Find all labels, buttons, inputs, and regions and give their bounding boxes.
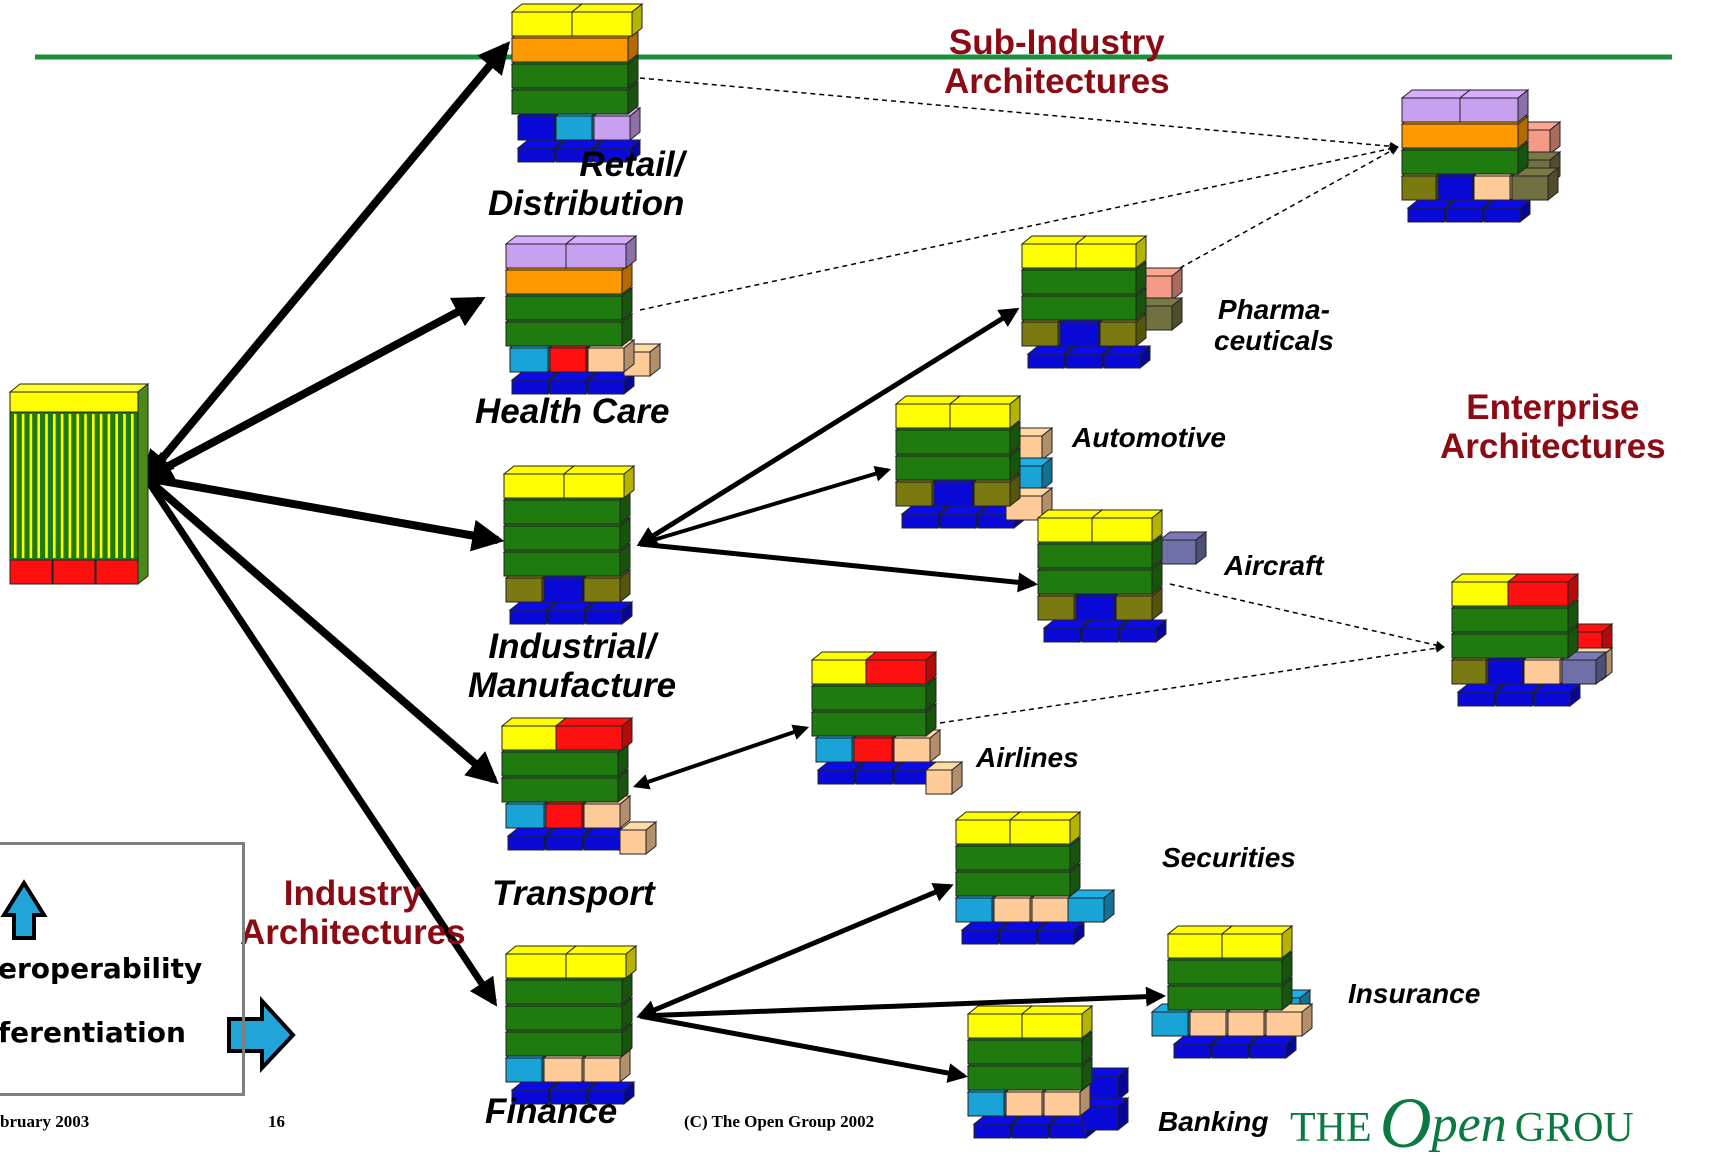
stack-finance: [504, 944, 638, 1106]
sub-industry-label-insurance: Insurance: [1348, 978, 1481, 1009]
stack-industrial: [502, 464, 636, 626]
industry-label-finance: Finance: [485, 1092, 618, 1131]
stack-aircraft: [1036, 508, 1208, 644]
arrow-6: [636, 307, 1020, 547]
arrow-10: [636, 882, 954, 1020]
stack-enterprise-2: [1450, 572, 1614, 708]
differentiation-arrow-icon: [227, 995, 296, 1074]
arrow-8: [639, 541, 1038, 593]
footer-page-number: 16: [268, 1112, 285, 1131]
logo-open-rest: pen: [1431, 1096, 1507, 1153]
sub-industry-label-aircraft: Aircraft: [1224, 550, 1324, 581]
footer-date: bruary 2003: [0, 1112, 90, 1131]
foundation-architecture-block: [8, 382, 150, 586]
legend-interoperability-label: eroperability: [0, 952, 203, 985]
dashed-pharma-to-enterprise1: [1179, 146, 1399, 269]
sub-industry-label-pharma: Pharma- ceuticals: [1214, 294, 1334, 357]
relationship-arrows: [140, 41, 1166, 1083]
stack-health: [504, 234, 662, 396]
architecture-stacks: [500, 2, 1614, 1140]
dashed-airlines-to-enterprise2: [939, 643, 1445, 724]
sub-industry-label-securities: Securities: [1162, 842, 1296, 873]
interoperability-arrow-icon: [0, 879, 48, 940]
logo-the: THE: [1290, 1105, 1372, 1151]
legend-differentiation-label: ferentiation: [0, 1016, 186, 1049]
industry-label-industrial: Industrial/ Manufacture: [468, 627, 677, 706]
arrow-12: [639, 1013, 968, 1083]
arrow-9: [632, 724, 810, 790]
logo-open-o: O: [1379, 1083, 1432, 1163]
stack-pharma: [1020, 234, 1184, 370]
the-open-group-logo: THE Open GROU: [1290, 1082, 1634, 1165]
dashed-retail-to-enterprise1: [639, 77, 1399, 151]
arrow-2: [140, 296, 486, 482]
logo-group: GROU: [1514, 1105, 1634, 1151]
arrow-11: [639, 986, 1166, 1019]
sub-industry-label-airlines: Airlines: [976, 742, 1079, 773]
stack-securities: [954, 810, 1116, 946]
footer-copyright: (C) The Open Group 2002: [684, 1112, 875, 1131]
dashed-connectors: [639, 77, 1445, 724]
industry-architectures-heading: Industry Architectures: [240, 874, 466, 953]
stack-transport: [500, 716, 658, 856]
sub-industry-label-automotive: Automotive: [1072, 422, 1226, 453]
arrow-4: [143, 474, 499, 785]
arrow-3: [145, 474, 505, 552]
enterprise-architectures-heading: Enterprise Architectures: [1440, 388, 1666, 467]
industry-label-transport: Transport: [492, 874, 655, 913]
arrow-1: [141, 41, 511, 483]
stack-retail: [510, 2, 644, 164]
dashed-aircraft-to-enterprise2: [1169, 583, 1445, 650]
industry-label-health: Health Care: [475, 392, 670, 431]
dashed-health-to-enterprise1: [639, 144, 1399, 311]
arrow-7: [639, 465, 892, 546]
stack-enterprise-1: [1400, 88, 1562, 224]
sub-industry-architectures-heading: Sub-Industry Architectures: [944, 23, 1170, 102]
sub-industry-label-banking: Banking: [1158, 1106, 1269, 1137]
stack-banking: [966, 1004, 1130, 1140]
legend-box: [0, 842, 245, 1096]
stack-insurance: [1150, 924, 1314, 1060]
arrow-5: [143, 476, 498, 1007]
stack-airlines: [810, 650, 964, 796]
industry-label-retail: Retail/ Distribution: [488, 145, 685, 224]
stack-automotive: [894, 394, 1054, 530]
